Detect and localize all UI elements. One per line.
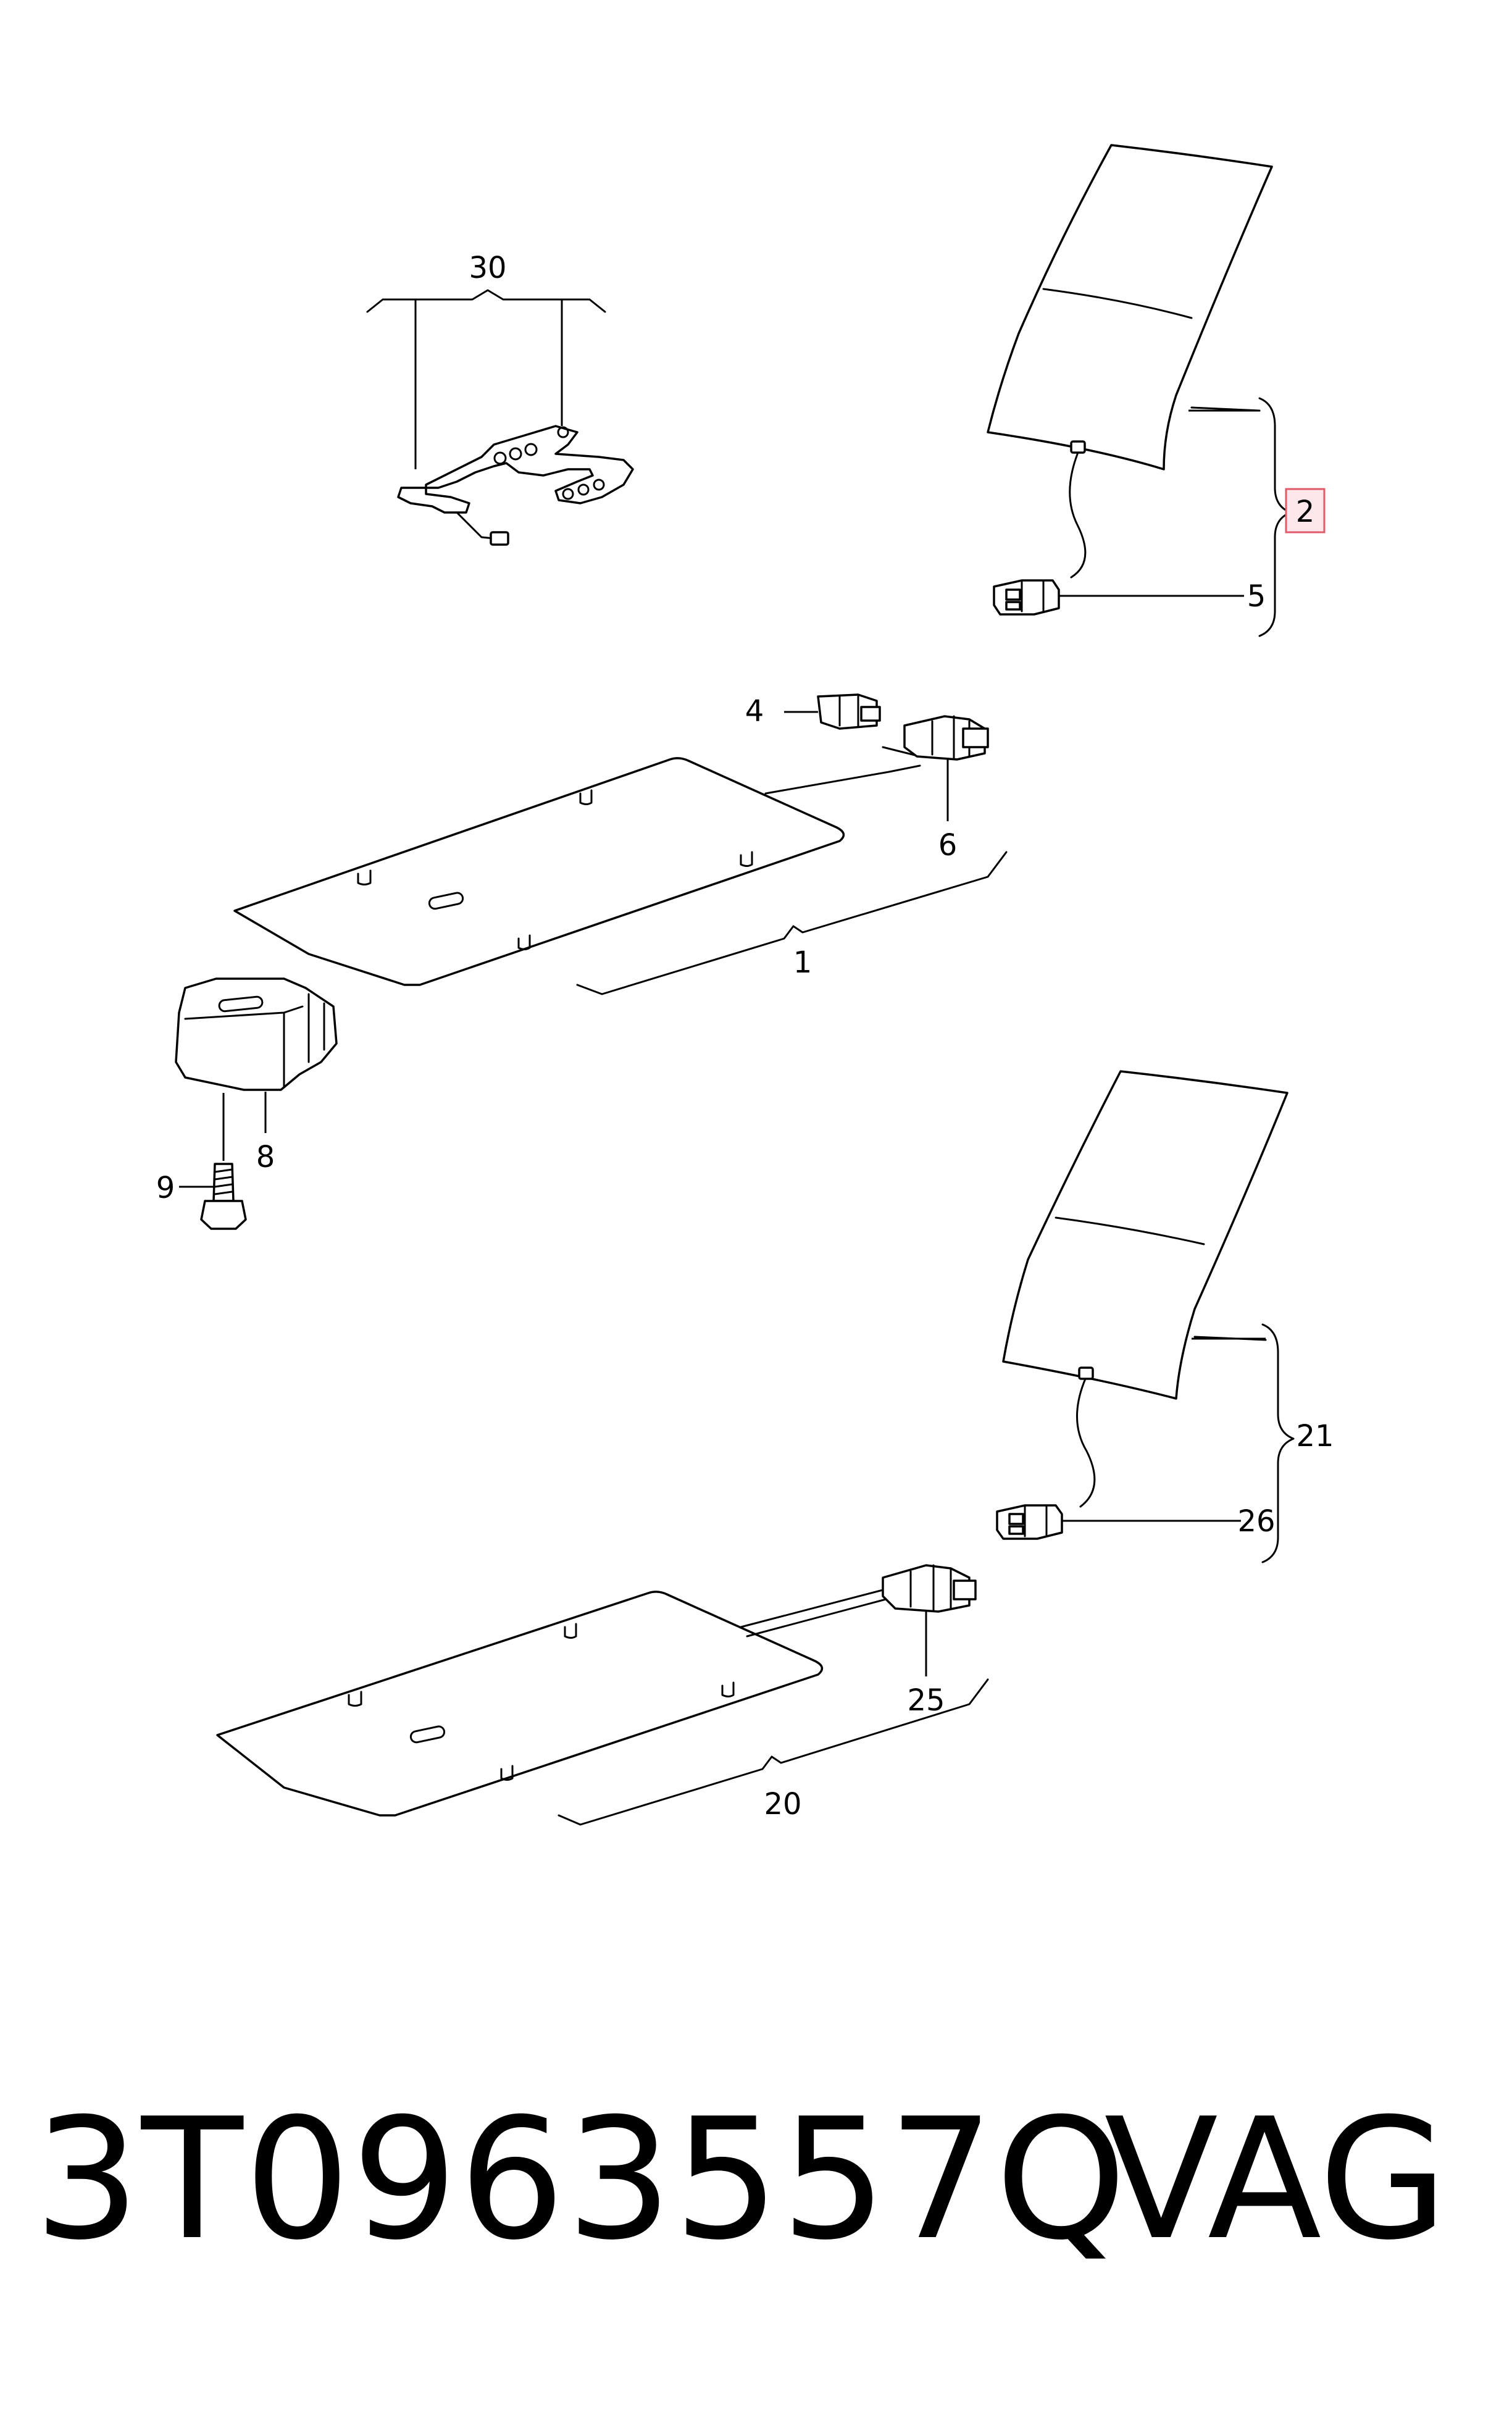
callout-9[interactable]: 9 [156, 1171, 175, 1205]
footer: 3T0963557Q VAG [34, 2087, 1479, 2272]
seat-heating-mat-upper [233, 693, 989, 986]
connector-6 [903, 715, 989, 761]
backrest-heating-element-upper [987, 144, 1273, 616]
callout-25[interactable]: 25 [907, 1683, 945, 1718]
callout-4[interactable]: 4 [745, 694, 764, 729]
callout-1[interactable]: 1 [793, 945, 812, 980]
callout-21[interactable]: 21 [1296, 1419, 1334, 1454]
callout-2[interactable]: 2 [1296, 495, 1315, 529]
backrest-heating-element-lower [996, 1070, 1289, 1540]
callout-20[interactable]: 20 [764, 1787, 801, 1822]
connector-5 [993, 579, 1060, 616]
brand-label: VAG [1104, 2082, 1448, 2277]
callout-26[interactable]: 26 [1237, 1504, 1275, 1539]
callout-2-highlight [1285, 488, 1326, 533]
connector-26 [996, 1504, 1063, 1540]
screw [200, 1093, 247, 1230]
seat-heating-mat-lower [216, 1564, 977, 1817]
bracket-assembly [366, 289, 634, 546]
callout-30[interactable]: 30 [469, 251, 506, 285]
callout-8[interactable]: 8 [256, 1140, 275, 1174]
part-number: 3T0963557Q [34, 2082, 1128, 2277]
callout-5[interactable]: 5 [1247, 579, 1266, 614]
connector-4 [817, 693, 881, 730]
control-unit [175, 977, 338, 1091]
connector-25 [882, 1564, 977, 1613]
callout-6[interactable]: 6 [938, 828, 958, 863]
